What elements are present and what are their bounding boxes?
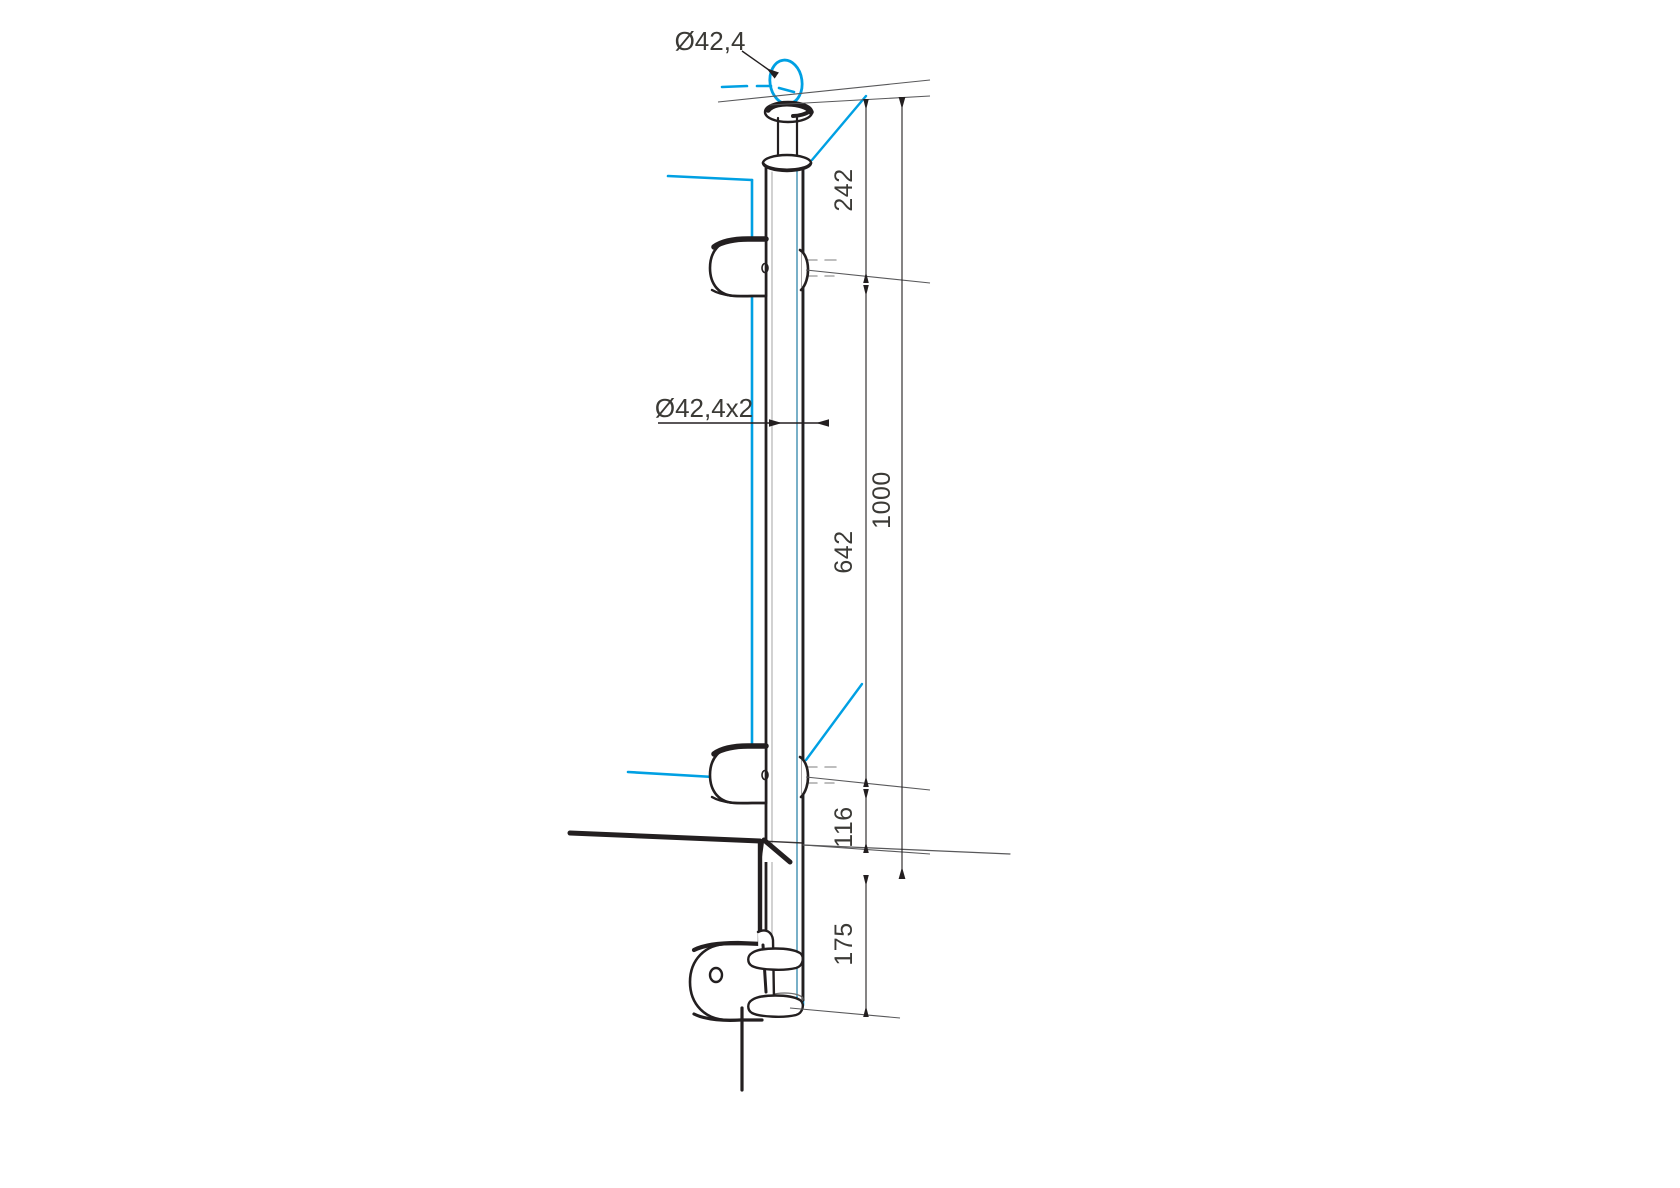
post-tube <box>764 166 805 1009</box>
glass-leader-bottom <box>804 682 864 762</box>
lower-glass-clamp <box>708 743 837 805</box>
post-assembly <box>567 100 1011 1092</box>
dimension-texts: 242 642 116 175 1000 <box>830 168 896 965</box>
leader-handrail-arrow <box>741 50 779 79</box>
ext-line-post-bottom <box>789 1007 901 1019</box>
upper-glass-clamp <box>708 236 837 298</box>
glass-panel-top-edge <box>666 174 754 182</box>
dim-242-text: 242 <box>830 168 858 211</box>
dim-175-text: 175 <box>830 922 858 965</box>
dimension-lines <box>769 95 931 1019</box>
handrail-section <box>768 58 804 106</box>
dim-116-text: 116 <box>830 806 858 847</box>
post-top-collar <box>761 153 813 173</box>
handrail-diameter-label: Ø42,4 <box>675 26 746 56</box>
leader-handrail-diameter <box>717 50 931 103</box>
side-mount-base-plate <box>688 837 804 1092</box>
post-diameter-label: Ø42,4x2 <box>655 393 753 423</box>
dim-642-text: 642 <box>830 530 858 573</box>
handrail-centreline <box>720 84 796 94</box>
glass-leader-top <box>810 94 868 162</box>
floor-line <box>567 830 1011 855</box>
glass-leaders <box>804 94 868 762</box>
callout-texts: Ø42,4 Ø42,4x2 <box>655 26 753 423</box>
leader-handrail-shelf <box>717 79 931 103</box>
dim-1000-text: 1000 <box>868 471 896 529</box>
